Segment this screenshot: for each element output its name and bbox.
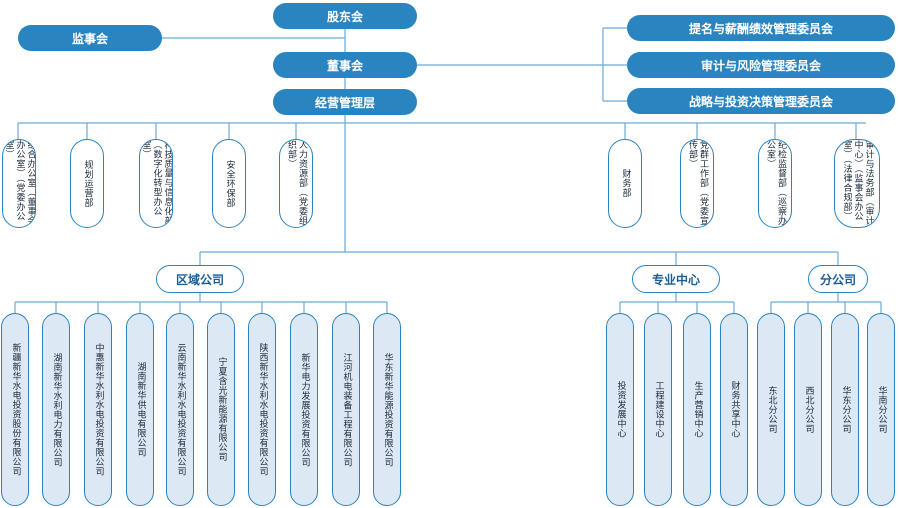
management-node: 经营管理层 <box>273 89 417 115</box>
regional-company-label: 新疆新华水电投资股份有限公司 <box>10 343 21 476</box>
center-label: 生产营销中心 <box>692 381 703 438</box>
center-production-marketing: 生产营销中心 <box>683 313 711 506</box>
regional-company-label: 新华电力发展投资有限公司 <box>299 352 310 467</box>
center-engineering-construction: 工程建设中心 <box>644 313 672 506</box>
committee-audit-risk: 审计与风险管理委员会 <box>627 52 895 78</box>
regional-company-label: 中惠新华水利水电投资有限公司 <box>93 343 104 476</box>
regional-company-label: 湖南新华供电有限公司 <box>135 362 146 457</box>
branch-northwest: 西北分公司 <box>794 313 822 506</box>
group-professional-centers: 专业中心 <box>632 265 720 293</box>
dept-audit-legal-label: 审计与法务部（审计中心）（监事会办公室）（法律合规部） <box>841 140 874 226</box>
regional-company-ningxia: 宁夏含光新能源有限公司 <box>207 313 235 506</box>
center-finance-shared: 财务共享中心 <box>720 313 748 506</box>
dept-discipline-supervision-label: 纪检监督部（巡察办公室） <box>765 140 786 226</box>
regional-company-label: 江河机电装备工程有限公司 <box>341 352 352 467</box>
committee-nomination-compensation: 提名与薪酬绩效管理委员会 <box>627 15 895 41</box>
regional-company-label: 宁夏含光新能源有限公司 <box>216 357 227 462</box>
branch-south-china: 华南分公司 <box>867 313 895 506</box>
group-regional-companies: 区域公司 <box>156 265 244 293</box>
group-branches: 分公司 <box>808 265 868 293</box>
board-node: 董事会 <box>273 52 417 78</box>
dept-planning-operations: 规划运营部 <box>70 139 104 228</box>
center-label: 财务共享中心 <box>729 381 740 438</box>
regional-company-zhonghui: 中惠新华水利水电投资有限公司 <box>84 313 112 506</box>
branch-east-china: 华东分公司 <box>831 313 859 506</box>
dept-discipline-supervision: 纪检监督部（巡察办公室） <box>758 139 792 228</box>
dept-human-resources-label: 人力资源部（党委组织部） <box>286 140 307 226</box>
regional-company-label: 云南新华水利水电投资有限公司 <box>175 343 186 476</box>
regional-company-xinjiang: 新疆新华水电投资股份有限公司 <box>1 313 29 506</box>
regional-company-huadong-energy: 华东新华能源投资有限公司 <box>373 313 401 506</box>
committee-strategy-investment: 战略与投资决策管理委员会 <box>627 88 895 114</box>
dept-human-resources: 人力资源部（党委组织部） <box>279 139 313 228</box>
dept-planning-operations-label: 规划运营部 <box>82 159 93 208</box>
dept-tech-quality-it-label: 科技质量与信息化部（数字化转型办公室） <box>140 140 173 226</box>
dept-general-office: 综合办公室（董事会办公室）（党委办公室） <box>2 139 36 228</box>
center-investment-development: 投资发展中心 <box>606 313 634 506</box>
center-label: 投资发展中心 <box>615 381 626 438</box>
branch-label: 东北分公司 <box>766 385 777 434</box>
regional-company-hunan-power-supply: 湖南新华供电有限公司 <box>126 313 154 506</box>
dept-party-mass-work-label: 党群工作部（党委宣传部） <box>687 140 708 226</box>
dept-tech-quality-it: 科技质量与信息化部（数字化转型办公室） <box>139 139 173 228</box>
regional-company-power-development: 新华电力发展投资有限公司 <box>290 313 318 506</box>
supervisors-node: 监事会 <box>18 25 162 51</box>
regional-company-jianghe: 江河机电装备工程有限公司 <box>332 313 360 506</box>
dept-finance-label: 财务部 <box>620 169 631 198</box>
dept-finance: 财务部 <box>608 139 642 228</box>
regional-company-label: 湖南新华水利电力有限公司 <box>51 352 62 467</box>
dept-safety-environment-label: 安全环保部 <box>224 159 235 208</box>
regional-company-label: 陕西新华水利水电投资有限公司 <box>257 343 268 476</box>
regional-company-yunnan: 云南新华水利水电投资有限公司 <box>166 313 194 506</box>
branch-label: 西北分公司 <box>803 385 814 434</box>
regional-company-hunan-water: 湖南新华水利电力有限公司 <box>42 313 70 506</box>
branch-northeast: 东北分公司 <box>757 313 785 506</box>
dept-general-office-label: 综合办公室（董事会办公室）（党委办公室） <box>3 140 36 226</box>
branch-label: 华南分公司 <box>876 385 887 434</box>
shareholders-node: 股东会 <box>273 3 417 29</box>
branch-label: 华东分公司 <box>840 385 851 434</box>
regional-company-shaanxi: 陕西新华水利水电投资有限公司 <box>248 313 276 506</box>
regional-company-label: 华东新华能源投资有限公司 <box>382 352 393 467</box>
dept-safety-environment: 安全环保部 <box>212 139 246 228</box>
dept-audit-legal: 审计与法务部（审计中心）（监事会办公室）（法律合规部） <box>834 139 880 228</box>
dept-party-mass-work: 党群工作部（党委宣传部） <box>680 139 714 228</box>
center-label: 工程建设中心 <box>653 381 664 438</box>
